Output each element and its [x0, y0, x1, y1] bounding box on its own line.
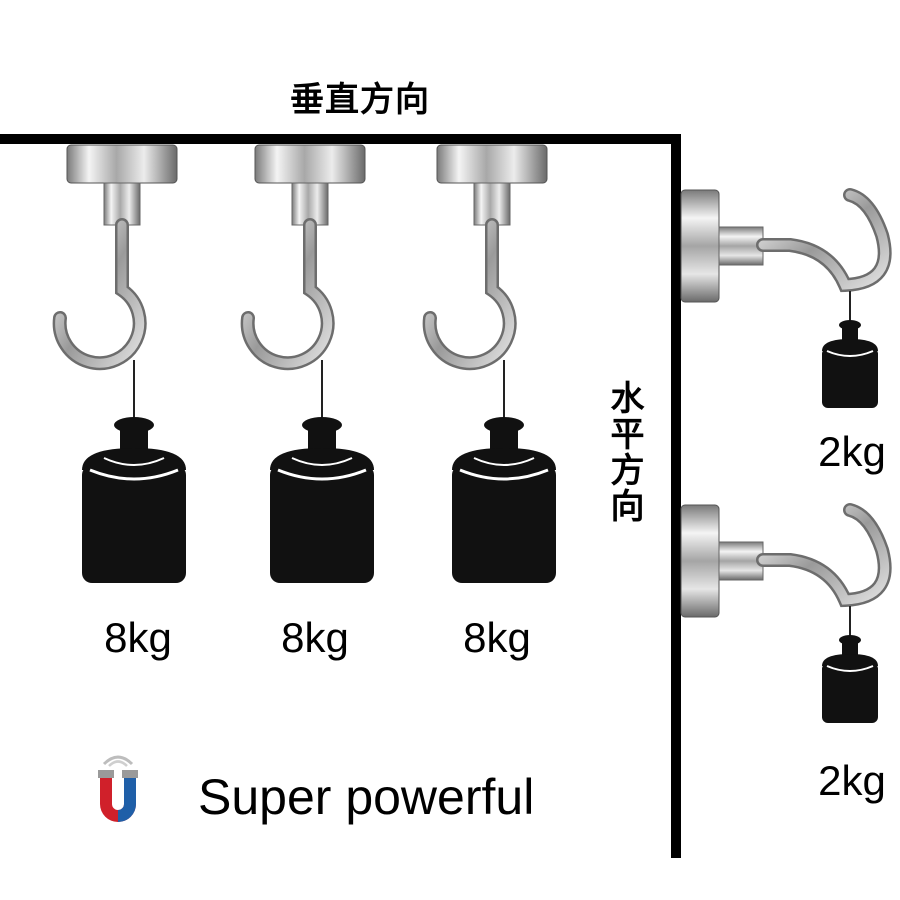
- vertical-weight-label-2: 8kg: [281, 614, 349, 661]
- wall-magnet-hook-2: [680, 503, 892, 723]
- ceiling-magnet-hook-1: [52, 144, 186, 583]
- ceiling-magnet-hook-2: [240, 144, 374, 583]
- weight-2kg-1: [822, 320, 878, 408]
- vertical-weight-label-1: 8kg: [104, 614, 172, 661]
- tagline-text: Super powerful: [198, 769, 535, 825]
- weight-8kg-3: [452, 417, 556, 583]
- horizontal-direction-label: 水平方向: [604, 380, 644, 524]
- horizontal-weight-label-2: 2kg: [818, 757, 886, 804]
- wall-magnet-hook-1: [680, 188, 892, 408]
- ceiling-magnet-hook-3: [422, 144, 556, 583]
- weight-2kg-2: [822, 635, 878, 723]
- horseshoe-magnet-icon: [98, 755, 138, 822]
- horizontal-weight-label-1: 2kg: [818, 428, 886, 475]
- vertical-weight-label-3: 8kg: [463, 614, 531, 661]
- weight-8kg-1: [82, 417, 186, 583]
- vertical-direction-label: 垂直方向: [290, 80, 430, 120]
- weight-8kg-2: [270, 417, 374, 583]
